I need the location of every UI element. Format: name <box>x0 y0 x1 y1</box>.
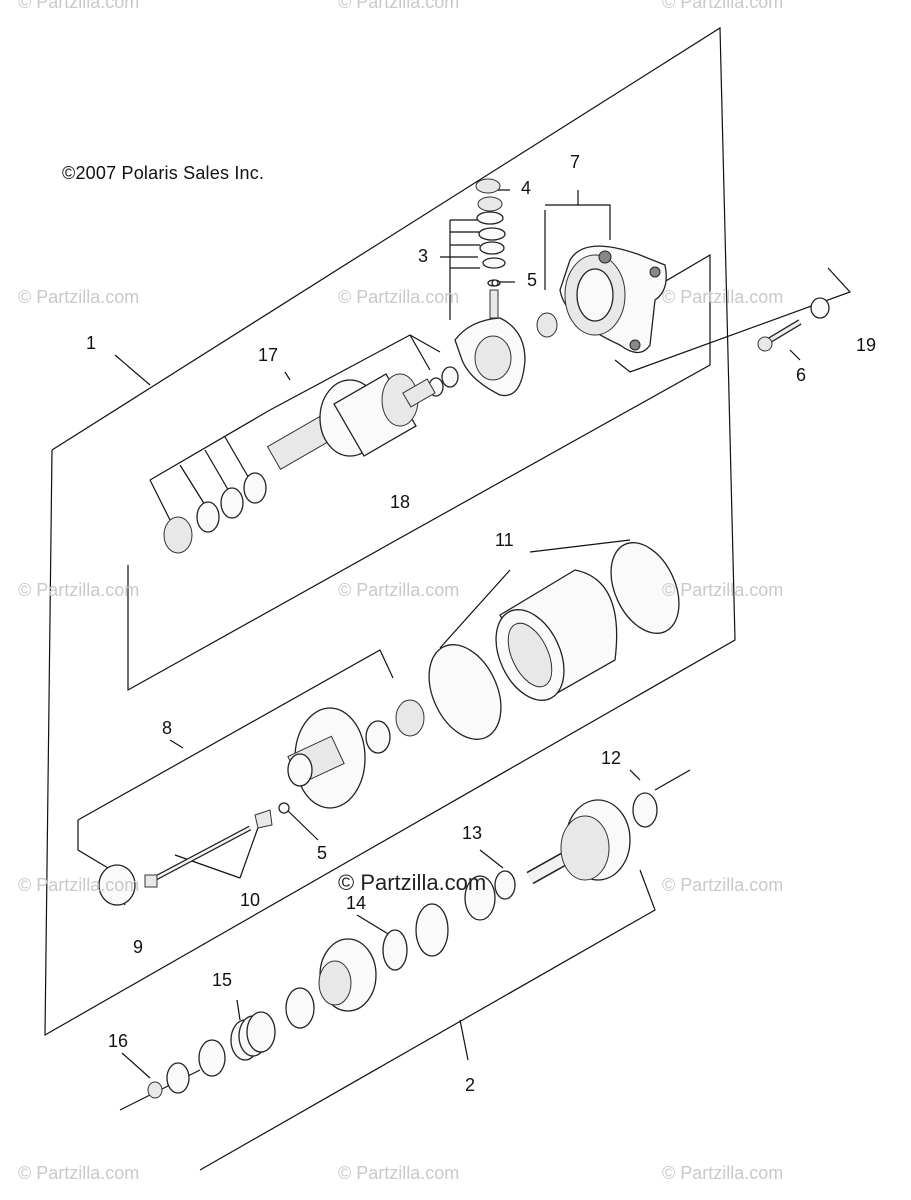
bearing <box>395 699 425 737</box>
bushing <box>536 312 558 338</box>
callout-5-top: 5 <box>527 270 538 290</box>
callout-9: 9 <box>133 937 144 957</box>
callout-3: 3 <box>418 246 429 266</box>
assembly-outline-2 <box>199 869 656 1171</box>
watermark: © Partzilla.com <box>18 287 140 307</box>
o-ring-5 <box>278 802 290 814</box>
callout-7: 7 <box>570 152 581 172</box>
copyright-text: ©2007 Polaris Sales Inc. <box>62 163 265 183</box>
callout-8: 8 <box>162 718 173 738</box>
washer <box>166 1062 190 1094</box>
leader-lines <box>77 189 801 1079</box>
callout-5-bottom: 5 <box>317 843 328 863</box>
snap-ring-13 <box>494 870 516 900</box>
watermark: © Partzilla.com <box>18 0 140 12</box>
callout-14: 14 <box>346 893 367 913</box>
clip-16 <box>147 1081 163 1099</box>
callout-12: 12 <box>601 748 622 768</box>
watermark: © Partzilla.com <box>338 1163 460 1183</box>
callout-17: 17 <box>258 345 279 365</box>
drive-housing-8 <box>287 707 366 809</box>
overrunning-clutch <box>318 938 377 1012</box>
pinion-shaft <box>526 792 658 885</box>
split-collar <box>415 903 449 957</box>
assembly-outline-inner <box>127 253 711 692</box>
watermark: © Partzilla.com <box>18 875 140 895</box>
ring-14 <box>382 929 408 971</box>
frame-housing-11 <box>428 542 680 740</box>
callout-13: 13 <box>462 823 483 843</box>
callout-6: 6 <box>796 365 807 385</box>
callout-18: 18 <box>390 492 411 512</box>
washer <box>243 472 267 504</box>
callout-11: 11 <box>495 530 514 550</box>
watermark: © Partzilla.com <box>18 580 140 600</box>
callout-10: 10 <box>240 890 261 910</box>
watermark: © Partzilla.com <box>662 1163 784 1183</box>
watermark: © Partzilla.com <box>338 580 460 600</box>
spring-15 <box>230 1011 276 1061</box>
lock-washer <box>163 516 193 554</box>
callout-19: 19 <box>856 335 877 355</box>
watermark: © Partzilla.com <box>662 287 784 307</box>
callout-15: 15 <box>212 970 233 990</box>
spring-cup <box>198 1039 226 1077</box>
o-ring-5-top <box>491 279 499 287</box>
watermark-center: © Partzilla.com <box>338 870 487 895</box>
bracket-6-19 <box>614 267 852 373</box>
washer <box>220 487 244 519</box>
washer-19 <box>810 297 830 319</box>
callout-16: 16 <box>108 1031 129 1051</box>
end-cap-7 <box>559 245 667 354</box>
bolt-6 <box>757 319 802 352</box>
armature-18 <box>266 373 436 470</box>
terminal-hardware-stack <box>475 178 506 319</box>
sleeve <box>285 987 315 1029</box>
watermark: © Partzilla.com <box>18 1163 140 1183</box>
watermark: © Partzilla.com <box>338 0 460 12</box>
brush-plate <box>454 317 526 397</box>
washer <box>441 366 459 388</box>
through-bolt-10 <box>144 809 273 888</box>
callout-4: 4 <box>521 178 532 198</box>
watermark: © Partzilla.com <box>338 287 460 307</box>
needle-bearing <box>365 720 391 754</box>
watermark: © Partzilla.com <box>662 0 784 12</box>
outline-2-right <box>654 769 691 791</box>
callout-1: 1 <box>86 333 97 353</box>
assembly-outline-1 <box>44 26 736 1037</box>
watermark: © Partzilla.com <box>662 875 784 895</box>
stop-collar <box>464 875 496 921</box>
callout-2: 2 <box>465 1075 476 1095</box>
gasket-9 <box>98 864 136 906</box>
washer <box>196 501 220 533</box>
watermark: © Partzilla.com <box>662 580 784 600</box>
